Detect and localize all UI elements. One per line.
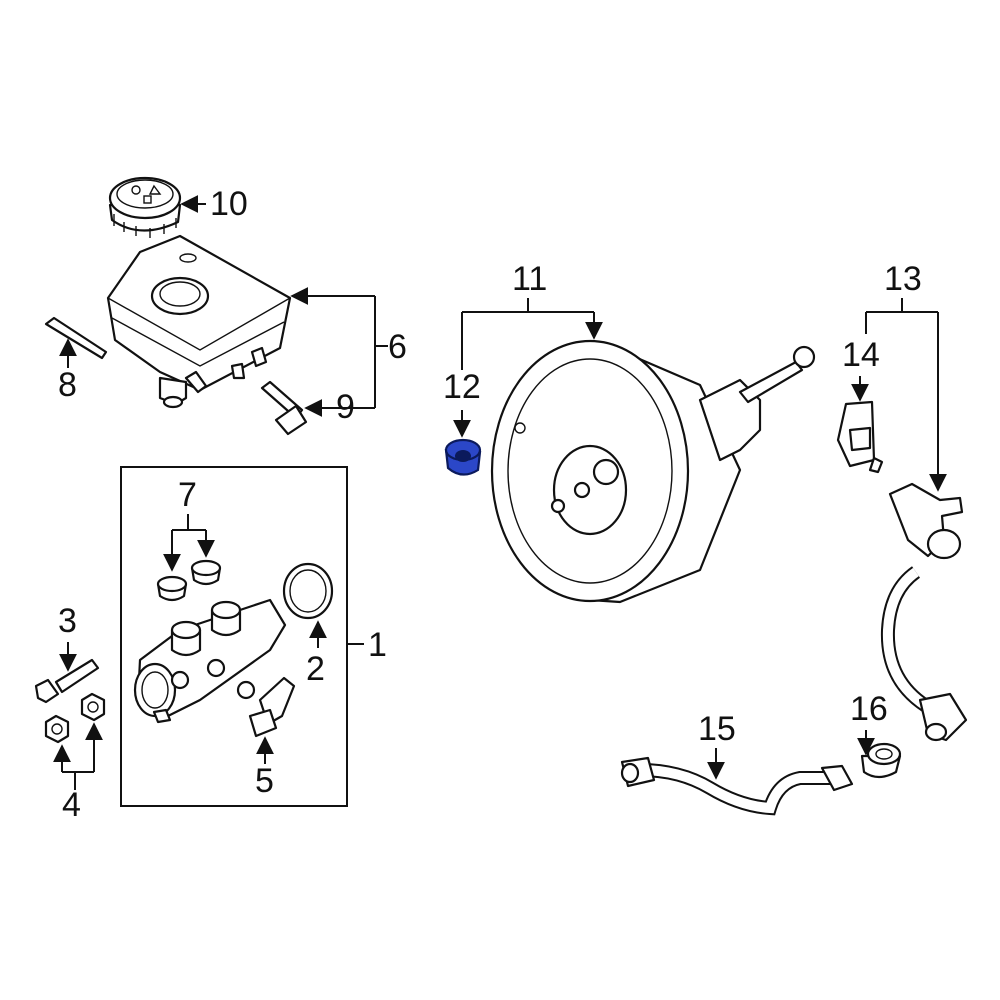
callout-15: 15 — [698, 710, 736, 748]
o-ring[interactable] — [282, 562, 334, 620]
pressure-sensor[interactable] — [836, 400, 884, 474]
grommet-highlighted[interactable] — [444, 438, 482, 476]
callout-4: 4 — [62, 786, 81, 824]
callout-3: 3 — [58, 602, 77, 640]
vacuum-hose[interactable] — [880, 482, 968, 742]
nuts[interactable] — [44, 692, 106, 744]
callout-16: 16 — [850, 690, 888, 728]
brake-booster[interactable] — [490, 339, 816, 604]
callout-14: 14 — [842, 336, 880, 374]
callout-11: 11 — [512, 260, 547, 298]
sensor-bracket[interactable] — [248, 676, 296, 738]
vacuum-line[interactable] — [620, 756, 854, 816]
reservoir-cap[interactable] — [108, 176, 182, 238]
callout-6: 6 — [388, 328, 407, 366]
callout-7: 7 — [178, 476, 197, 514]
callout-13: 13 — [884, 260, 922, 298]
retaining-pin[interactable] — [44, 316, 108, 360]
master-cylinder[interactable] — [133, 598, 287, 724]
callout-10: 10 — [210, 185, 248, 223]
level-sensor[interactable] — [260, 380, 308, 436]
reservoir-seals[interactable] — [156, 559, 222, 602]
callout-1: 1 — [368, 626, 387, 664]
callout-2: 2 — [306, 650, 325, 688]
master-cylinder-box — [120, 466, 348, 807]
callout-8: 8 — [58, 366, 77, 404]
callout-12: 12 — [443, 368, 481, 406]
bolt[interactable] — [34, 658, 100, 704]
callout-5: 5 — [255, 762, 274, 800]
brake-fluid-reservoir[interactable] — [106, 234, 292, 409]
hose-fitting[interactable] — [860, 742, 902, 779]
